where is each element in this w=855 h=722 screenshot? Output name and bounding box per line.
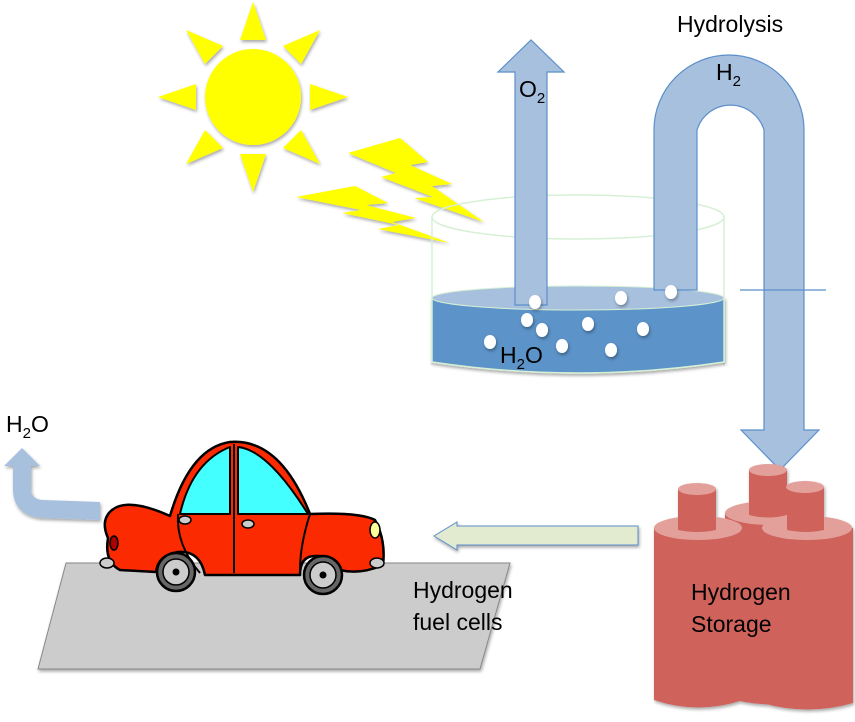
hydrolysis-label: Hydrolysis bbox=[677, 11, 783, 37]
oxygen-up-arrow bbox=[496, 39, 566, 306]
car-wheel bbox=[155, 551, 197, 593]
gas-bubbles bbox=[484, 285, 677, 357]
lightning-bolt-icon bbox=[348, 138, 484, 222]
water-body bbox=[431, 297, 725, 374]
sun-icon bbox=[158, 2, 348, 192]
hydrogen-feed-arrow bbox=[433, 521, 639, 551]
hydrogen-storage-tanks bbox=[654, 464, 853, 710]
storage-label-line1: Hydrogen bbox=[691, 579, 791, 605]
water-surface bbox=[431, 285, 725, 311]
oxygen-label: O2 bbox=[519, 76, 545, 107]
hydrogen-label: H2 bbox=[716, 59, 741, 90]
water-tank-label: H2O bbox=[500, 342, 543, 373]
hydrogen-u-tube-arrow bbox=[653, 54, 826, 471]
storage-label-line2: Storage bbox=[691, 611, 772, 637]
hydrogen-car-icon bbox=[99, 440, 385, 596]
water-exhaust-label: H2O bbox=[6, 411, 49, 442]
car-wheel bbox=[302, 554, 344, 596]
fuel-cells-label-line1: Hydrogen bbox=[413, 577, 513, 603]
lightning-bolt-icon bbox=[296, 186, 450, 243]
electrolysis-tank bbox=[431, 194, 725, 374]
fuel-cells-label-line2: fuel cells bbox=[413, 609, 502, 635]
water-exhaust-arrow bbox=[4, 448, 100, 520]
